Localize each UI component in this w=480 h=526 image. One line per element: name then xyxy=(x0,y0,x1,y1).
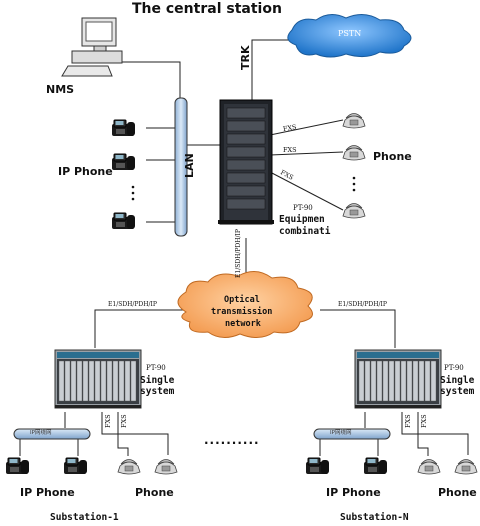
fxs-label: FXS xyxy=(104,414,112,428)
analog-phone-icon xyxy=(117,459,141,475)
ellipsis-dots xyxy=(131,176,356,201)
lan-bar-label: IP网绕网 xyxy=(30,430,52,436)
fxs-label: FXS xyxy=(120,414,128,428)
fxs-label: FXS xyxy=(420,414,428,428)
ip-phone-icon xyxy=(5,457,30,475)
fxs-label: FXS xyxy=(283,146,297,154)
ip-phone-icon xyxy=(111,212,136,230)
substation-n-label: Substation-N xyxy=(340,512,409,523)
substation-1-label: Substation-1 xyxy=(50,512,119,523)
link-type-label: E1/SDH/PDH/IP xyxy=(108,301,157,308)
single-label: Single xyxy=(440,375,475,386)
lan-label: LAN xyxy=(183,153,196,178)
pt90-label: PT-90 xyxy=(444,364,464,372)
pt90-label: PT-90 xyxy=(146,364,166,372)
analog-phone-icon xyxy=(454,459,478,475)
ip-phone-label: IP Phone xyxy=(20,486,75,499)
analog-phone-icon xyxy=(154,459,178,475)
combination-label: combinati xyxy=(279,226,331,237)
server-rack-icon xyxy=(218,99,274,225)
optical-label-line2: transmission xyxy=(211,307,273,317)
phone-label: Phone xyxy=(135,486,174,499)
nms-label: NMS xyxy=(46,83,75,96)
single-label: Single xyxy=(140,375,175,386)
analog-phone-icon xyxy=(417,459,441,475)
ip-phone-icon xyxy=(111,119,136,137)
trk-label: TRK xyxy=(239,45,252,71)
ip-phone-icon xyxy=(305,457,330,475)
computer-icon xyxy=(61,17,123,77)
pt90-label: PT-90 xyxy=(293,204,313,212)
system-label: system xyxy=(440,386,475,397)
ip-phone-label: IP Phone xyxy=(326,486,381,499)
lan-bar xyxy=(174,97,188,237)
lan-bar xyxy=(313,428,391,440)
link-type-label: E1/SDH/PDH/IP xyxy=(338,301,387,308)
cloud-icon xyxy=(287,14,412,58)
phone-label: Phone xyxy=(438,486,477,499)
optical-label-line3: network xyxy=(225,319,261,329)
link-type-label: E1/SDH/PDH/IP xyxy=(235,229,242,278)
equipment-label: Equipmen xyxy=(279,214,325,225)
page-title: The central station xyxy=(132,1,282,17)
connection-lines xyxy=(19,39,469,456)
system-label: system xyxy=(140,386,175,397)
ip-phone-icon xyxy=(63,457,88,475)
ip-phone-icon xyxy=(363,457,388,475)
chassis-icon xyxy=(354,349,442,409)
analog-phone-icon xyxy=(342,113,366,129)
cloud-icon xyxy=(177,271,313,338)
ip-phone-label: IP Phone xyxy=(58,165,113,178)
pstn-label: PSTN xyxy=(338,29,362,38)
optical-label-line1: Optical xyxy=(224,295,260,305)
ip-phone-icon xyxy=(111,153,136,171)
analog-phone-icon xyxy=(342,203,366,219)
phone-label: Phone xyxy=(373,150,412,163)
ellipsis-dots: .......... xyxy=(204,433,260,447)
lan-bar-label: IP网绕网 xyxy=(330,430,352,436)
lan-bar xyxy=(13,428,91,440)
fxs-label: FXS xyxy=(404,414,412,428)
analog-phone-icon xyxy=(342,145,366,161)
chassis-icon xyxy=(54,349,142,409)
